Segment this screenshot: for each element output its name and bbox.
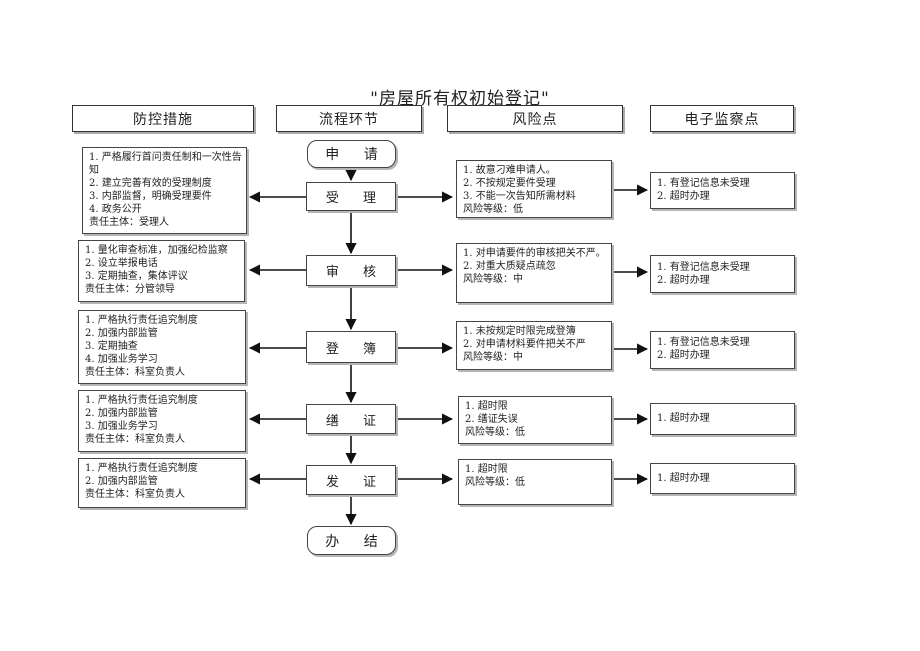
risk-line: 3. 不能一次告知所需材料	[463, 191, 576, 202]
header-process: 流程环节	[276, 105, 422, 132]
risk-box-issue-certificate: 1. 超时限 风险等级：低	[458, 459, 612, 505]
measure-line: 4. 政务公开	[89, 204, 142, 215]
measure-line: 2. 加强内部监管	[85, 408, 158, 419]
monitor-line: 1. 超时办理	[657, 473, 710, 484]
risk-line: 风险等级：低	[465, 477, 525, 488]
monitor-line: 1. 超时办理	[657, 413, 710, 424]
measure-line: 3. 加强业务学习	[85, 421, 158, 432]
monitor-line: 2. 超时办理	[657, 275, 710, 286]
monitor-line: 1. 有登记信息未受理	[657, 262, 750, 273]
measure-line: 3. 定期抽查	[85, 341, 138, 352]
monitor-line: 1. 有登记信息未受理	[657, 337, 750, 348]
measure-line: 责任主体：科室负责人	[85, 434, 185, 445]
step-make-certificate: 缮 证	[306, 404, 396, 434]
measure-line: 3. 定期抽查，集体评议	[85, 271, 188, 282]
risk-line: 1. 超时限	[465, 464, 508, 475]
monitor-box-register: 1. 有登记信息未受理 2. 超时办理	[650, 331, 795, 369]
measure-line: 2. 加强内部监管	[85, 476, 158, 487]
step-issue-certificate: 发 证	[306, 465, 396, 495]
measures-box-make-certificate: 1. 严格执行责任追究制度 2. 加强内部监管 3. 加强业务学习 责任主体：科…	[78, 390, 246, 452]
measure-line: 责任主体：受理人	[89, 217, 169, 228]
monitor-line: 2. 超时办理	[657, 191, 710, 202]
monitor-line: 2. 超时办理	[657, 350, 710, 361]
measures-box-issue-certificate: 1. 严格执行责任追究制度 2. 加强内部监管 责任主体：科室负责人	[78, 458, 246, 508]
measure-line: 责任主体：分管领导	[85, 284, 175, 295]
risk-box-review: 1. 对申请要件的审核把关不严。 2. 对重大质疑点疏忽 风险等级：中	[456, 243, 612, 303]
monitor-box-review: 1. 有登记信息未受理 2. 超时办理	[650, 255, 795, 293]
measure-line: 2. 加强内部监管	[85, 328, 158, 339]
measure-line: 1. 严格执行责任追究制度	[85, 315, 198, 326]
page-title: "房屋所有权初始登记"	[370, 89, 550, 109]
measure-line: 2. 设立举报电话	[85, 258, 158, 269]
risk-line: 风险等级：低	[463, 204, 523, 215]
risk-line: 1. 未按规定时限完成登簿	[463, 326, 576, 337]
risk-box-make-certificate: 1. 超时限 2. 缮证失误 风险等级：低	[458, 396, 612, 444]
header-risk: 风险点	[447, 105, 623, 132]
measure-line: 3. 内部监督，明确受理要件	[89, 191, 212, 202]
risk-line: 1. 超时限	[465, 401, 508, 412]
measure-line: 1. 量化审查标准，加强纪检监察	[85, 245, 228, 256]
header-measures: 防控措施	[72, 105, 254, 132]
monitor-box-accept: 1. 有登记信息未受理 2. 超时办理	[650, 172, 795, 209]
step-complete: 办 结	[307, 526, 396, 555]
risk-line: 2. 对重大质疑点疏忽	[463, 261, 556, 272]
measure-line: 知	[89, 165, 99, 176]
step-review: 审 核	[306, 255, 396, 286]
monitor-box-make-certificate: 1. 超时办理	[650, 403, 795, 435]
measures-box-register: 1. 严格执行责任追究制度 2. 加强内部监管 3. 定期抽查 4. 加强业务学…	[78, 310, 246, 384]
monitor-box-issue-certificate: 1. 超时办理	[650, 463, 795, 494]
step-apply: 申 请	[307, 140, 396, 168]
measure-line: 责任主体：科室负责人	[85, 489, 185, 500]
measure-line: 1. 严格执行责任追究制度	[85, 395, 198, 406]
measure-line: 1. 严格执行责任追究制度	[85, 463, 198, 474]
measure-line: 4. 加强业务学习	[85, 354, 158, 365]
measures-box-review: 1. 量化审查标准，加强纪检监察 2. 设立举报电话 3. 定期抽查，集体评议 …	[78, 240, 245, 302]
header-monitor: 电子监察点	[650, 105, 794, 132]
risk-line: 1. 故意刁难申请人。	[463, 165, 556, 176]
monitor-line: 1. 有登记信息未受理	[657, 178, 750, 189]
risk-box-accept: 1. 故意刁难申请人。 2. 不按规定要件受理 3. 不能一次告知所需材料 风险…	[456, 160, 612, 218]
risk-line: 风险等级：低	[465, 427, 525, 438]
risk-line: 风险等级：中	[463, 352, 523, 363]
risk-box-register: 1. 未按规定时限完成登簿 2. 对申请材料要件把关不严 风险等级：中	[456, 321, 612, 370]
measure-line: 1. 严格履行首问责任制和一次性告	[89, 152, 242, 163]
measures-box-accept: 1. 严格履行首问责任制和一次性告 知 2. 建立完善有效的受理制度 3. 内部…	[82, 147, 247, 234]
measure-line: 责任主体：科室负责人	[85, 367, 185, 378]
risk-line: 风险等级：中	[463, 274, 523, 285]
step-register: 登 簿	[306, 331, 396, 363]
risk-line: 2. 不按规定要件受理	[463, 178, 556, 189]
measure-line: 2. 建立完善有效的受理制度	[89, 178, 212, 189]
risk-line: 2. 对申请材料要件把关不严	[463, 339, 586, 350]
risk-line: 1. 对申请要件的审核把关不严。	[463, 248, 606, 259]
risk-line: 2. 缮证失误	[465, 414, 518, 425]
step-accept: 受 理	[306, 182, 396, 211]
